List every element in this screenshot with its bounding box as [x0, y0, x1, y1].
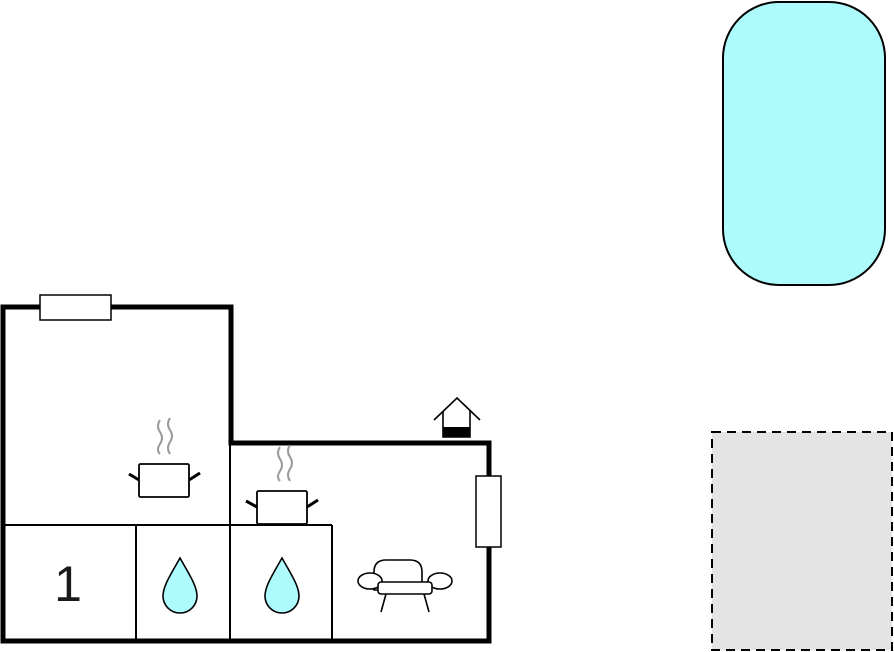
window-right-icon: [475, 475, 502, 548]
room-number-label: 1: [54, 556, 82, 612]
cooking-pot-icon: [245, 444, 319, 525]
cooking-pot-icon: [128, 417, 201, 498]
window-top-icon: [39, 294, 112, 321]
fireplace-icon: [433, 396, 481, 438]
sofa-icon: [357, 559, 453, 613]
building-outline: [0, 304, 492, 644]
water-drop-icon: [264, 556, 300, 614]
interior-walls: [3, 443, 333, 641]
water-drop-icon: [162, 556, 198, 614]
swimming-pool: [722, 1, 886, 286]
terrace-area: [711, 431, 893, 651]
